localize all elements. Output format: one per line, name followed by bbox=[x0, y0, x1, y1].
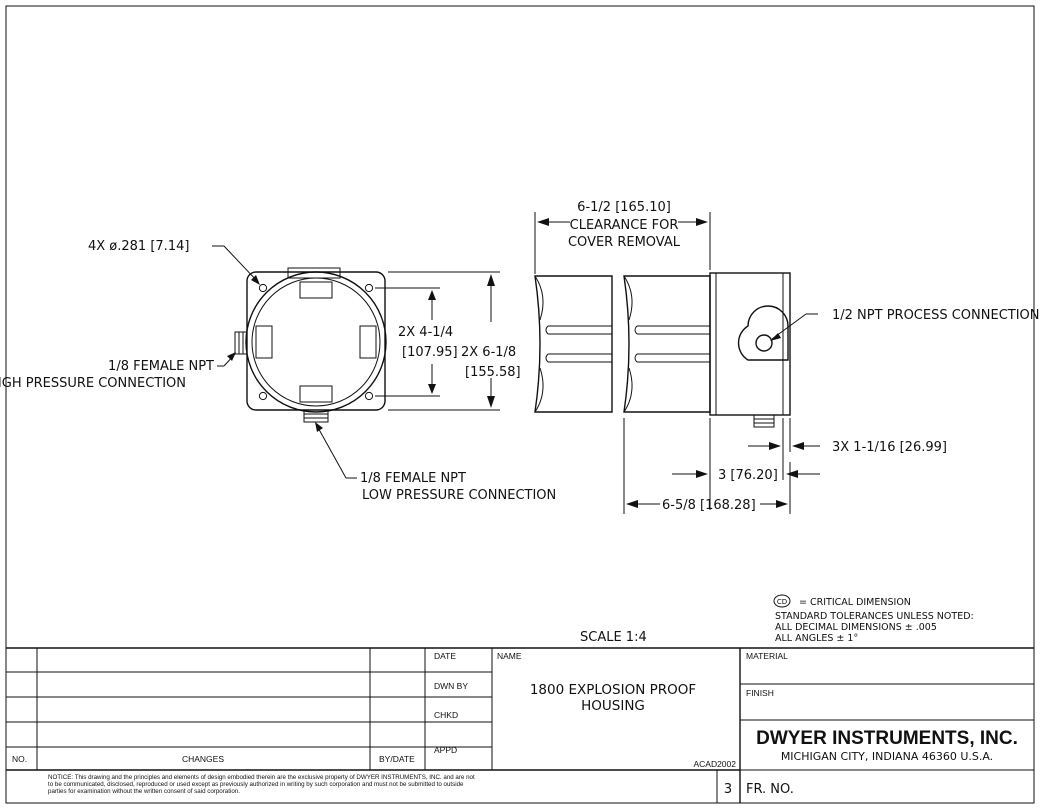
acad-version: ACAD2002 bbox=[693, 759, 736, 769]
bydate-label: BY/DATE bbox=[379, 754, 415, 764]
dim-outer-line1: 2X 6-1/8 bbox=[461, 345, 516, 360]
material-label: MATERIAL bbox=[746, 651, 788, 661]
dwnby-label: DWN BY bbox=[434, 681, 468, 691]
side-view: 6-1/2 [165.10] CLEARANCE FOR COVER REMOV… bbox=[534, 200, 1040, 514]
drawing-title-line1: 1800 EXPLOSION PROOF bbox=[530, 682, 696, 698]
cd-symbol-icon bbox=[773, 594, 791, 608]
clearance-line3: COVER REMOVAL bbox=[568, 235, 681, 250]
general-notes: CD = CRITICAL DIMENSION STANDARD TOLERAN… bbox=[773, 594, 974, 644]
hole-callout: 4X ø.281 [7.14] bbox=[88, 239, 189, 254]
cover-removed bbox=[534, 275, 613, 413]
company-address: MICHIGAN CITY, INDIANA 46360 U.S.A. bbox=[781, 750, 993, 763]
dim-inner-line1: 2X 4-1/4 bbox=[398, 325, 453, 340]
housing-base-side bbox=[709, 272, 791, 416]
cd-definition: = CRITICAL DIMENSION bbox=[799, 597, 911, 608]
sheet-border bbox=[5, 5, 1035, 804]
clearance-line1: 6-1/2 [165.10] bbox=[577, 200, 671, 215]
process-port-icon bbox=[755, 334, 773, 352]
process-boss bbox=[737, 305, 789, 361]
high-pressure-label-line2: HIGH PRESSURE CONNECTION bbox=[0, 376, 186, 391]
tolerance-line3: ALL ANGLES ± 1° bbox=[775, 633, 858, 644]
appd-label: APPD bbox=[434, 745, 457, 755]
changes-label: CHANGES bbox=[182, 754, 224, 764]
low-pressure-port bbox=[303, 409, 329, 423]
top-boss bbox=[287, 267, 341, 279]
dim-3-label: 3 [76.20] bbox=[718, 468, 778, 483]
cd-symbol-text: CD bbox=[777, 598, 787, 606]
tolerance-line1: STANDARD TOLERANCES UNLESS NOTED: bbox=[775, 611, 974, 622]
drawing-title-line2: HOUSING bbox=[581, 698, 645, 714]
notice-line2: to be communicated, disclosed, reproduce… bbox=[48, 781, 464, 788]
chkd-label: CHKD bbox=[434, 710, 458, 720]
low-pressure-label-line1: 1/8 FEMALE NPT bbox=[360, 471, 466, 486]
housing-threads bbox=[623, 275, 711, 413]
dim-3x-label: 3X 1-1/16 [26.99] bbox=[832, 440, 947, 455]
fr-no-label: FR. NO. bbox=[746, 782, 794, 797]
no-label: NO. bbox=[12, 754, 27, 764]
process-connection-label: 1/2 NPT PROCESS CONNECTION bbox=[832, 308, 1040, 323]
name-label: NAME bbox=[497, 651, 522, 661]
housing-body-outer bbox=[245, 271, 387, 413]
housing-body-inner bbox=[251, 277, 381, 407]
inner-boss-right bbox=[359, 325, 377, 359]
dim-overall-label: 6-5/8 [168.28] bbox=[662, 498, 756, 513]
notice-line3: parties for examination without the writ… bbox=[48, 788, 240, 795]
front-view: 2X 4-1/4 [107.95] 2X 6-1/8 [155.58] 4X ø… bbox=[0, 239, 556, 503]
inner-boss-top bbox=[299, 281, 333, 299]
finish-label: FINISH bbox=[746, 688, 774, 698]
date-label: DATE bbox=[434, 651, 456, 661]
mount-hole-icon bbox=[364, 283, 374, 293]
inner-boss-bottom bbox=[299, 385, 333, 403]
low-pressure-label-line2: LOW PRESSURE CONNECTION bbox=[362, 488, 556, 503]
housing-base-plate bbox=[246, 271, 386, 411]
scale-label: SCALE 1:4 bbox=[580, 630, 647, 645]
bottom-fitting bbox=[753, 414, 775, 428]
clearance-line2: CLEARANCE FOR bbox=[570, 218, 679, 233]
sheet-number: 3 bbox=[724, 782, 732, 797]
company-name: DWYER INSTRUMENTS, INC. bbox=[756, 728, 1018, 749]
title-block: NO. CHANGES BY/DATE DATE DWN BY CHKD APP… bbox=[6, 647, 1034, 803]
high-pressure-port bbox=[234, 331, 248, 355]
high-pressure-label-line1: 1/8 FEMALE NPT bbox=[108, 359, 214, 374]
tolerance-line2: ALL DECIMAL DIMENSIONS ± .005 bbox=[775, 622, 937, 633]
dim-inner-line2: [107.95] bbox=[402, 345, 458, 360]
mount-hole-icon bbox=[258, 391, 268, 401]
mount-hole-icon bbox=[364, 391, 374, 401]
dim-outer-line2: [155.58] bbox=[465, 365, 521, 380]
notice-line1: NOTICE: This drawing and the principles … bbox=[48, 774, 475, 781]
mount-hole-icon bbox=[258, 283, 268, 293]
inner-boss-left bbox=[255, 325, 273, 359]
